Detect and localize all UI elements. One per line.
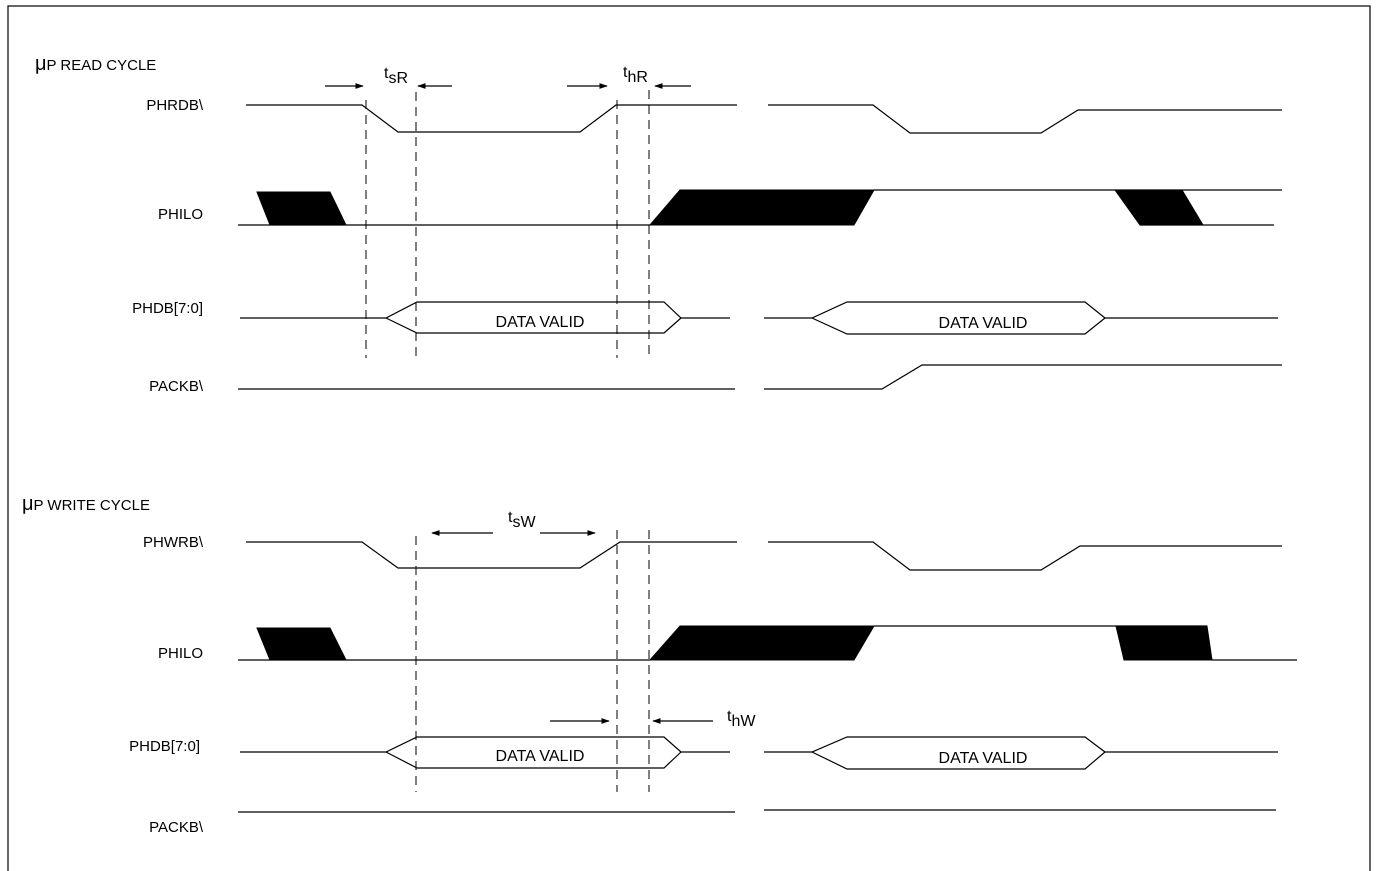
philo-read-pulse-1 — [256, 191, 347, 226]
signal-label-philo-write: PHILO — [158, 645, 203, 662]
phrdb-waveform-2 — [768, 104, 1282, 134]
data-valid-write-1: DATA VALID — [496, 748, 585, 765]
tsW-t: t — [508, 509, 513, 526]
data-valid-read-1: DATA VALID — [496, 314, 585, 331]
signal-label-philo-read: PHILO — [158, 206, 203, 223]
philo-read-pulse-3 — [1114, 189, 1204, 226]
tsW-label: tsW — [508, 509, 536, 531]
phdb-read-bus-1b — [385, 317, 682, 334]
data-valid-read-2: DATA VALID — [939, 315, 1028, 332]
write-cycle-mu: μ — [22, 493, 34, 515]
packb-read-waveform-2 — [764, 364, 1282, 390]
thR-t: t — [623, 64, 628, 81]
signal-label-packb-write: PACKB\ — [149, 819, 204, 836]
signal-label-phwrb: PHWRB\ — [143, 534, 204, 551]
phdb-write-bus-2b — [811, 751, 1106, 770]
tsR-sub: sR — [388, 70, 408, 87]
phwrb-waveform-1 — [246, 541, 737, 569]
signal-label-phdb-write: PHDB[7:0] — [129, 738, 200, 755]
read-cycle-title: μP READ CYCLE — [35, 53, 156, 75]
read-cycle-mu: μ — [35, 53, 47, 75]
philo-write-pulse-1 — [256, 627, 347, 661]
read-cycle-title-text: P READ CYCLE — [47, 57, 157, 74]
phrdb-waveform-1 — [246, 104, 737, 133]
phdb-write-bus-1 — [240, 736, 730, 753]
phdb-read-bus-1 — [240, 301, 730, 319]
diagram-frame — [7, 5, 1371, 871]
thW-sub: hW — [731, 713, 756, 730]
thW-label: thW — [727, 708, 756, 730]
tsW-sub: sW — [512, 514, 536, 531]
write-cycle-section: μP WRITE CYCLE PHWRB\ PHILO PHDB[7:0] PA… — [22, 493, 1297, 836]
philo-write-pulse-2 — [648, 625, 875, 661]
philo-read-pulse-2 — [648, 189, 875, 226]
thW-t: t — [727, 708, 732, 725]
thR-sub: hR — [627, 69, 647, 86]
thR-label: thR — [623, 64, 648, 86]
read-cycle-section: μP READ CYCLE PHRDB\ PHILO PHDB[7:0] PAC… — [35, 53, 1282, 395]
phdb-write-bus-1b — [385, 751, 682, 769]
phdb-write-bus-2 — [764, 736, 1278, 753]
phwrb-waveform-2 — [768, 541, 1282, 571]
phdb-read-bus-2b — [811, 317, 1106, 335]
philo-write-pulse-3 — [1115, 625, 1213, 661]
write-cycle-title: μP WRITE CYCLE — [22, 493, 150, 515]
signal-label-phrdb: PHRDB\ — [146, 97, 204, 114]
data-valid-write-2: DATA VALID — [939, 750, 1028, 767]
signal-label-packb-read: PACKB\ — [149, 378, 204, 395]
tsR-t: t — [384, 65, 389, 82]
tsR-label: tsR — [384, 65, 408, 87]
signal-label-phdb-read: PHDB[7:0] — [132, 300, 203, 317]
phdb-read-bus-2 — [764, 301, 1278, 319]
write-cycle-title-text: P WRITE CYCLE — [34, 497, 150, 514]
